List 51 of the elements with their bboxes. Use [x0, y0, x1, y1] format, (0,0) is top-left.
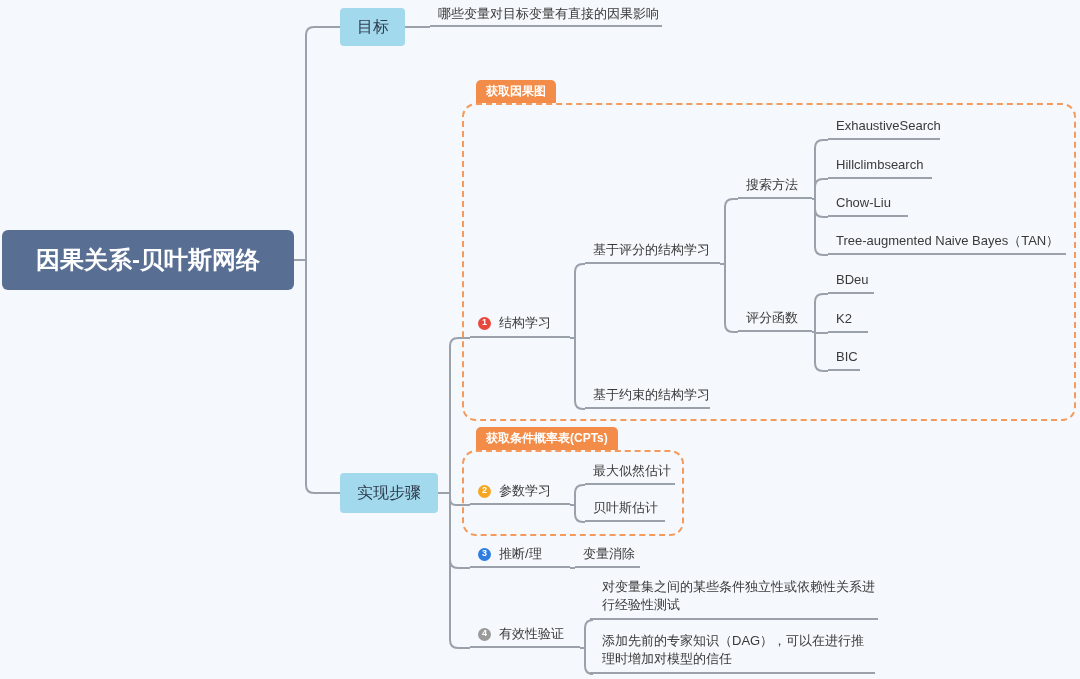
- branch-topic: [585, 461, 675, 485]
- branch-topic: [585, 498, 665, 522]
- topic-text: Hillclimbsearch: [836, 156, 924, 175]
- topic-text: 最大似然估计: [593, 462, 671, 481]
- topic-text: 有效性验证: [499, 625, 564, 644]
- number-marker: 4: [478, 627, 491, 641]
- branch-line: [579, 647, 594, 675]
- branch-line: [811, 293, 829, 333]
- branch-line: [569, 567, 576, 569]
- branch-topic: [470, 544, 570, 568]
- branch-topic: [585, 385, 710, 409]
- topic-text: Tree-augmented Naive Bayes（TAN）: [836, 232, 1060, 251]
- branch-topic: [470, 481, 570, 505]
- root-topic-box: 因果关系-贝叶斯网络: [2, 230, 294, 290]
- topic-text: Chow-Liu: [836, 194, 891, 213]
- group-tab-label: 获取条件概率表(CPTs): [476, 427, 618, 450]
- topic-text: 变量消除: [583, 545, 635, 564]
- topic-text: K2: [836, 310, 852, 329]
- topic-text: 参数学习: [499, 482, 551, 501]
- topic-text: 哪些变量对目标变量有直接的因果影响: [438, 4, 659, 23]
- topic-text: 推断/理: [499, 545, 542, 564]
- topic-text: 基于约束的结构学习: [593, 386, 710, 405]
- topic-text: ExhaustiveSearch: [836, 117, 941, 136]
- topic-text: BIC: [836, 348, 858, 367]
- branch-topic: [590, 632, 875, 674]
- topic-text: 搜索方法: [746, 176, 798, 195]
- topic-text: 贝叶斯估计: [593, 499, 658, 518]
- branch-topic: [430, 4, 662, 27]
- branch-topic: [738, 308, 812, 332]
- number-marker: 2: [478, 484, 491, 498]
- branch-line: [293, 259, 341, 494]
- branch-line: [811, 331, 829, 372]
- branch-line: [811, 178, 829, 200]
- group-tab-label: 获取因果图: [476, 80, 556, 103]
- branch-topic: [738, 175, 812, 199]
- number-marker: 3: [478, 547, 491, 561]
- number-marker: 1: [478, 316, 491, 330]
- topic-text: 对变量集之间的某些条件独立性或依赖性关系进行经验性测试: [602, 578, 876, 614]
- branch-line: [404, 26, 431, 28]
- topic-box: 实现步骤: [340, 473, 438, 513]
- topic-text: 评分函数: [746, 309, 798, 328]
- topic-text: 基于评分的结构学习: [593, 241, 710, 260]
- topic-box: 目标: [340, 8, 405, 46]
- branch-topic: [575, 544, 640, 568]
- branch-topic: [590, 578, 878, 620]
- branch-topic: [585, 240, 720, 264]
- topic-text: 结构学习: [499, 314, 551, 333]
- branch-line: [437, 492, 471, 649]
- branch-topic: [470, 624, 580, 648]
- topic-text: 添加先前的专家知识（DAG），可以在进行推理时增加对模型的信任: [602, 632, 866, 668]
- topic-text: BDeu: [836, 271, 869, 290]
